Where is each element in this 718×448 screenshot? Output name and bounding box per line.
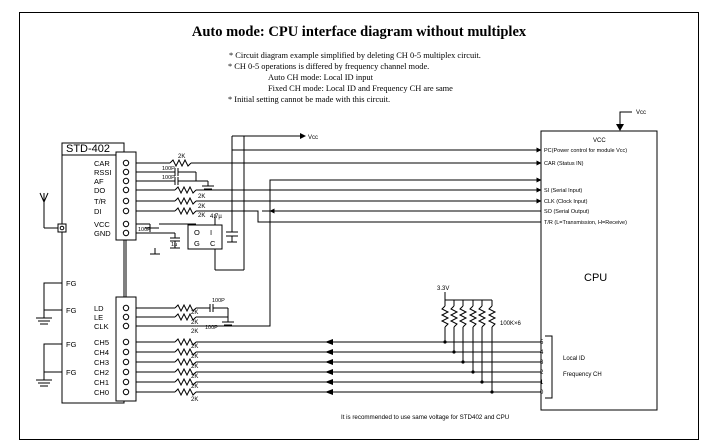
diagram-title: Auto mode: CPU interface diagram without… (191, 24, 527, 40)
cpu-vcc-label: VCC (593, 138, 606, 144)
reg-pin-o: O (194, 228, 200, 237)
pin-ld: LD (94, 304, 104, 313)
antenna-terminal (57, 223, 67, 233)
res-le: 2K (191, 320, 198, 326)
pin-ch3: CH3 (94, 358, 109, 367)
note-line-2: * CH 0-5 operations is differed by frequ… (228, 62, 430, 71)
pin-gnd: GND (94, 229, 111, 238)
port-4: 4 (540, 350, 544, 356)
pin-car: CAR (94, 159, 110, 168)
cap-ld: 100P (212, 298, 225, 304)
pin-af: AF (94, 177, 104, 186)
port-3: 3 (540, 360, 544, 366)
supply-3v3: 3.3V (437, 286, 449, 292)
cpu-box (540, 130, 658, 411)
pin-tr: T/R (94, 197, 107, 206)
module-name: STD-402 (66, 143, 110, 155)
note-line-1: * Circuit diagram example simplified by … (229, 51, 481, 60)
res-di: 2K (198, 213, 205, 219)
res-ch4: 2K (191, 354, 198, 360)
cpu-signal-so: SO (Serial Output) (544, 209, 589, 215)
pin-le: LE (94, 313, 103, 322)
reg-pin-i: I (210, 228, 212, 237)
cpu-signal-car: CAR (Status IN) (544, 161, 584, 167)
pin-ch4: CH4 (94, 348, 109, 357)
vcc-label-module: Vcc (308, 135, 318, 141)
port-5: 5 (540, 340, 544, 346)
cap-1u: 1µ (171, 242, 178, 248)
res-clk: 2K (191, 329, 198, 335)
res-ch3: 2K (191, 364, 198, 370)
res-ch1: 2K (191, 384, 198, 390)
freq-ch-label: Frequency CH (563, 372, 602, 378)
cap-clk: 100P (205, 325, 218, 331)
res-tr: 2K (198, 204, 205, 210)
note-line-4: Fixed CH mode: Local ID and Frequency CH… (268, 84, 453, 93)
fg-label-4: FG (66, 368, 77, 377)
local-id-label: Local ID (563, 356, 586, 362)
cpu-signal-tr: T/R (L=Transmission, H=Receive) (544, 220, 627, 226)
res-do: 2K (198, 194, 205, 200)
pullup-label: 100K×6 (500, 321, 522, 327)
res-ld: 2K (191, 310, 198, 316)
port-0: 0 (540, 390, 544, 396)
cap-4-7u: 4.7µ (210, 214, 222, 220)
pin-ch2: CH2 (94, 368, 109, 377)
diagram-frame (19, 12, 699, 440)
pin-ch0: CH0 (94, 388, 109, 397)
res-ch2: 2K (191, 374, 198, 380)
pin-ch5: CH5 (94, 338, 109, 347)
port-2: 2 (540, 370, 544, 376)
cap-af: 100P (162, 175, 175, 181)
pin-di: DI (94, 207, 102, 216)
reg-pin-g: G (194, 239, 200, 248)
fg-label-1: FG (66, 279, 77, 288)
cap-vcc-100p: 100P (138, 227, 151, 233)
cpu-signal-si: SI (Serial Input) (544, 188, 582, 194)
pin-ch1: CH1 (94, 378, 109, 387)
port-1: 1 (540, 380, 544, 386)
cpu-signal-pc: PC(Power control for module Vcc) (544, 148, 627, 154)
pin-do: DO (94, 186, 105, 195)
cpu-signal-clk: CLK (Clock Input) (544, 199, 588, 205)
cap-rssi: 100P (162, 166, 175, 172)
reg-pin-c: C (210, 239, 216, 248)
res-ch0: 2K (191, 397, 198, 403)
pin-vcc: VCC (94, 220, 110, 229)
regulator-box (187, 224, 223, 250)
pin-rssi: RSSI (94, 168, 112, 177)
pin-clk: CLK (94, 322, 109, 331)
footer-note: It is recommended to use same voltage fo… (341, 414, 510, 421)
note-line-5: * Initial setting cannot be made with th… (228, 95, 391, 104)
std402-module-box (61, 142, 125, 404)
fg-label-3: FG (66, 340, 77, 349)
note-line-3: Auto CH mode: Local ID input (268, 73, 373, 82)
res-car: 2K (178, 154, 185, 160)
cpu-name: CPU (584, 272, 607, 284)
fg-label-2: FG (66, 306, 77, 315)
res-ch5: 2K (191, 344, 198, 350)
vcc-label-cpu: Vcc (636, 110, 646, 116)
